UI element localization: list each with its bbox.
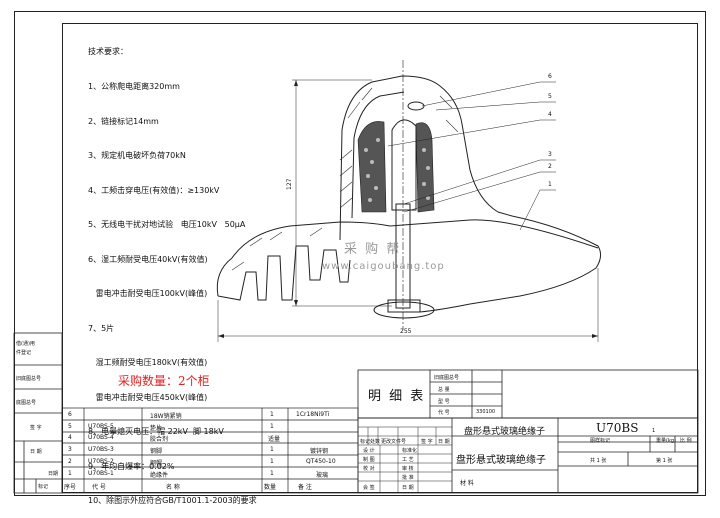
strip-label: 签 字 bbox=[30, 425, 42, 431]
bom-header: 名 称 bbox=[166, 484, 180, 491]
detail-list-label: 总 量 bbox=[438, 387, 450, 393]
role-label: 审 核 bbox=[402, 466, 414, 472]
sheet-number: 第 1 张 bbox=[656, 458, 673, 464]
strip-label: 件登记 bbox=[16, 350, 32, 356]
bom-cell: 1Cr18Ni9Ti bbox=[296, 411, 330, 418]
bom-cell: 1 bbox=[270, 423, 274, 430]
bom-cell: 3 bbox=[68, 446, 72, 453]
strip-label: 标记 bbox=[38, 484, 49, 490]
material-label: 材 料 bbox=[460, 480, 474, 487]
bom-cell: 玻璃 bbox=[316, 472, 329, 479]
bom-cell: 4 bbox=[68, 434, 72, 441]
role-label: 制 图 bbox=[363, 457, 375, 463]
role-label: 校 对 bbox=[363, 466, 375, 472]
bom-cell: 镀锌钢 bbox=[310, 448, 329, 455]
role-label: 批 准 bbox=[402, 475, 414, 481]
revision-header: 更改文件号 bbox=[381, 439, 407, 445]
height-dimension: 127 bbox=[286, 178, 293, 190]
drawing-frame bbox=[14, 11, 706, 496]
width-dimension: 255 bbox=[400, 328, 412, 335]
bom-cell: 绝缘件 bbox=[150, 472, 169, 479]
detail-list-label: 代 号 bbox=[438, 410, 450, 416]
bom-header: 备 注 bbox=[298, 484, 312, 491]
detail-list-label: 型 号 bbox=[438, 399, 450, 405]
sheet-total: 共 1 张 bbox=[590, 458, 607, 464]
bom-cell: 适量 bbox=[268, 436, 281, 443]
bom-header: 序号 bbox=[64, 484, 77, 491]
bom-cell: 18W销紧销 bbox=[150, 413, 182, 420]
bom-header: 代 号 bbox=[92, 484, 106, 491]
detail-list-label: 旧底图总号 bbox=[434, 375, 460, 381]
requirement-item: 6、湿工频耐受电压40kV(有效值) bbox=[88, 254, 208, 264]
revision-header: 签 字 bbox=[421, 439, 433, 445]
bom-cell: 1 bbox=[270, 458, 274, 465]
bom-cell: 钢脚 bbox=[150, 448, 163, 455]
requirements-list: 1、公称爬电距离320mm 2、链接标记14mm 3、规定机电破坏负荷70kN … bbox=[88, 58, 257, 518]
strip-label: 底图总号 bbox=[16, 400, 37, 406]
title-name-top: 盘形悬式玻璃绝缘子 bbox=[464, 427, 546, 437]
bom-cell: 1 bbox=[270, 411, 274, 418]
bom-cell: U70BS-1 bbox=[88, 470, 114, 477]
requirement-item: 10、除图示外应符合GB/T1001.1-2003的要求 bbox=[88, 496, 257, 505]
bom-cell: 1 bbox=[68, 470, 72, 477]
title-sub-label: 重量(kg) bbox=[656, 438, 676, 444]
strip-label: 借(通)用 bbox=[16, 341, 35, 347]
part-number-6: 6 bbox=[548, 73, 552, 80]
bom-cell: 6 bbox=[68, 411, 72, 418]
part-number-3: 3 bbox=[548, 151, 552, 158]
requirement-item: 7、5片 bbox=[88, 323, 115, 333]
purchase-quantity-note: 采购数量：2个柜 bbox=[118, 374, 210, 388]
bom-cell: U70BS-4 bbox=[88, 434, 114, 441]
role-label: 标准化 bbox=[402, 448, 418, 454]
part-number-4: 4 bbox=[548, 111, 552, 118]
watermark-text: 采 购 帮 bbox=[344, 242, 402, 257]
requirement-item: 8、电晕熄灭电压：帽 22kV 脚 18kV bbox=[88, 427, 224, 436]
requirement-item: 4、工频击穿电压(有效值)：≥130kV bbox=[88, 185, 220, 195]
detail-list-title: 明 细 表 bbox=[368, 389, 426, 404]
page-number: 1 bbox=[652, 428, 656, 434]
title-sub-label: 图样标记 bbox=[590, 438, 611, 444]
requirement-item: 雷电冲击耐受电压450kV(峰值) bbox=[88, 392, 208, 402]
part-number-5: 5 bbox=[548, 93, 552, 100]
part-number-1: 1 bbox=[548, 181, 552, 188]
title-sub-label: 比 例 bbox=[680, 438, 692, 444]
title-name-main: 盘形悬式玻璃绝缘子 bbox=[456, 455, 546, 466]
bom-cell: U70BS-3 bbox=[88, 446, 114, 453]
role-label: 工 艺 bbox=[402, 457, 414, 463]
requirement-item: 2、链接标记14mm bbox=[88, 116, 159, 126]
bom-cell: U70BS-2 bbox=[88, 458, 114, 465]
watermark-url: www.caigoubang.top bbox=[322, 261, 445, 272]
bom-cell: 1 bbox=[270, 470, 274, 477]
revision-header: 处数 bbox=[370, 439, 381, 445]
bom-cell: 1 bbox=[270, 446, 274, 453]
requirement-item: 9、年均自爆率：0.02% bbox=[88, 461, 175, 471]
bom-cell: QT450-10 bbox=[306, 458, 336, 465]
detail-list-code: 330100 bbox=[476, 409, 496, 415]
revision-header: 日 期 bbox=[438, 439, 450, 445]
role-label: 会 签 bbox=[363, 485, 375, 491]
bom-cell: U70BS-5 bbox=[88, 423, 114, 430]
requirement-item: 5、无线电干扰对地试验 电压10kV 50μA bbox=[88, 220, 246, 229]
bom-cell: 钢帽 bbox=[150, 460, 163, 467]
requirement-item: 雷电冲击耐受电压100kV(峰值) bbox=[88, 289, 208, 298]
bom-cell: 垫片 bbox=[150, 425, 163, 432]
role-label: 设 计 bbox=[363, 448, 375, 454]
strip-label: 日 期 bbox=[30, 449, 42, 455]
requirement-item: 1、公称爬电距离320mm bbox=[88, 82, 180, 91]
title-code: U70BS bbox=[596, 421, 639, 435]
revision-header: 标记 bbox=[360, 439, 371, 445]
bom-cell: 2 bbox=[68, 458, 72, 465]
bom-cell: 5 bbox=[68, 423, 72, 430]
strip-label: 日期 bbox=[48, 471, 59, 477]
bom-cell: 胶合剂 bbox=[150, 436, 169, 443]
role-label: 日 期 bbox=[402, 485, 414, 491]
bom-header: 数量 bbox=[264, 484, 277, 491]
requirement-item: 3、规定机电破坏负荷70kN bbox=[88, 151, 186, 160]
strip-label: 旧底图总号 bbox=[16, 376, 42, 382]
part-number-2: 2 bbox=[548, 163, 552, 170]
requirement-item: 湿工频耐受电压180kV(有效值) bbox=[88, 358, 208, 367]
requirements-title: 技术要求： bbox=[88, 47, 128, 56]
